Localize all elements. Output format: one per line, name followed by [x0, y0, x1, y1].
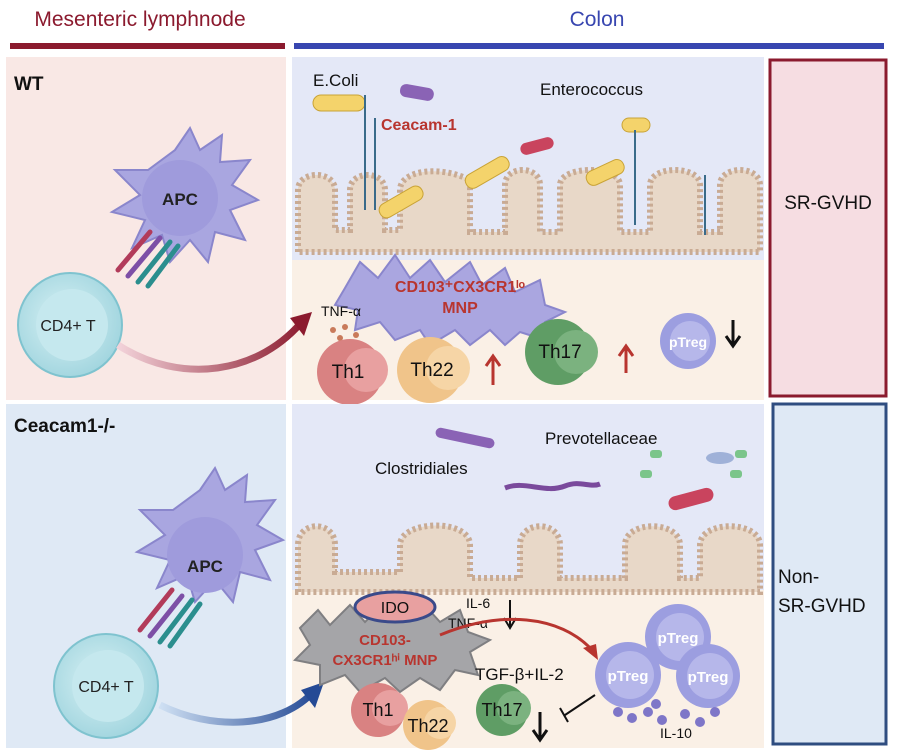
- ko-mnp-label-1: CD103-: [359, 632, 411, 649]
- ko-il6-label: IL-6: [466, 595, 490, 611]
- ko-bacteria: [435, 427, 747, 511]
- wt-cd4-label: CD4+ T: [40, 318, 96, 335]
- wt-ecoli-label: E.Coli: [313, 71, 358, 90]
- ko-migration-arrow: [158, 687, 318, 726]
- ko-cd4-cell: CD4+ T: [53, 633, 159, 739]
- wt-row-label: WT: [14, 74, 44, 95]
- svg-text:Th1: Th1: [362, 700, 393, 720]
- wt-ceacam-label: Ceacam-1: [381, 117, 457, 134]
- ko-ptreg-cluster: pTreg pTreg pTreg: [595, 604, 740, 708]
- wt-enterococcus-label: Enterococcus: [540, 80, 643, 99]
- svg-text:pTreg: pTreg: [658, 630, 699, 647]
- ko-th17-cell: Th17: [476, 684, 531, 736]
- svg-text:pTreg: pTreg: [608, 668, 649, 685]
- wt-outcome-label: SR-GVHD: [784, 193, 872, 214]
- ko-th-down-arrow: [531, 712, 549, 743]
- ko-il10-dots: [613, 699, 720, 727]
- svg-text:IDO: IDO: [381, 600, 409, 617]
- wt-bacteria: [312, 84, 706, 235]
- ko-outcome-label-2: SR-GVHD: [778, 596, 866, 617]
- ko-tgf-label: TGF-β+IL-2: [475, 665, 564, 684]
- colon-bar: [294, 43, 884, 49]
- wt-cd4-cell: CD4+ T: [17, 272, 123, 378]
- ko-clostridiales-label: Clostridiales: [375, 459, 468, 478]
- wt-outcome-box: [768, 58, 888, 398]
- colon-title: Colon: [570, 8, 625, 31]
- wt-row: WT APC CD4+ T: [6, 57, 888, 405]
- wt-migration-arrow: [116, 315, 308, 373]
- ko-apc-label: APC: [187, 557, 223, 576]
- wt-th17-up-arrow: [617, 343, 635, 373]
- wt-ptreg-cell: pTreg: [660, 313, 716, 369]
- ko-outcome-box: [771, 402, 888, 746]
- ko-th22-cell: Th22: [403, 700, 456, 750]
- ko-cd4-label: CD4+ T: [78, 679, 134, 696]
- wt-th1-cell: Th1: [317, 339, 388, 405]
- header: Mesenteric lymphnode Colon: [10, 8, 884, 49]
- lymphnode-bar: [10, 43, 285, 49]
- ko-cytokine-down-arrow: [503, 600, 517, 630]
- svg-text:pTreg: pTreg: [669, 334, 707, 350]
- ko-row: Ceacam1-/- APC CD4+ T: [6, 402, 888, 750]
- ko-th1-cell: Th1: [351, 683, 408, 737]
- ko-receptors: [137, 587, 203, 649]
- ko-treg-induction-arrow: [439, 617, 594, 652]
- wt-mnp-label-2: MNP: [442, 300, 478, 317]
- ko-inhibition-mark: [559, 694, 596, 723]
- ko-ido-badge: IDO: [353, 590, 437, 624]
- wt-apc-cell: APC: [109, 125, 261, 265]
- ko-outcome-label-1: Non-: [778, 567, 819, 588]
- wt-receptors: [115, 229, 181, 289]
- wt-th17-cell: Th17: [525, 319, 598, 385]
- svg-text:Th22: Th22: [410, 360, 453, 381]
- wt-tnf-label: TNF-α: [321, 303, 361, 319]
- ko-row-label: Ceacam1-/-: [14, 416, 115, 437]
- ko-mnp-cluster: CD103- CX3CR1ʰⁱ MNP: [292, 598, 493, 694]
- lymphnode-title: Mesenteric lymphnode: [34, 8, 245, 31]
- wt-th22-cell: Th22: [397, 337, 470, 403]
- svg-text:Th17: Th17: [481, 700, 522, 720]
- wt-ptreg-down-arrow: [724, 320, 742, 349]
- svg-text:Th22: Th22: [407, 716, 448, 736]
- ko-apc-cell: APC: [134, 465, 286, 605]
- svg-text:pTreg: pTreg: [688, 669, 729, 686]
- ko-il10-label: IL-10: [660, 725, 692, 741]
- wt-th22-up-arrow: [484, 353, 502, 385]
- ko-mnp-label-2: CX3CR1ʰⁱ MNP: [333, 652, 438, 669]
- svg-text:Th1: Th1: [332, 362, 365, 383]
- svg-text:Th17: Th17: [538, 342, 581, 363]
- ko-prevotellaceae-label: Prevotellaceae: [545, 429, 657, 448]
- wt-apc-label: APC: [162, 190, 198, 209]
- wt-mnp-label-1: CD103⁺CX3CR1ˡᵒ: [395, 279, 526, 296]
- wt-epithelium: [295, 167, 763, 255]
- ko-epithelium: [295, 522, 763, 595]
